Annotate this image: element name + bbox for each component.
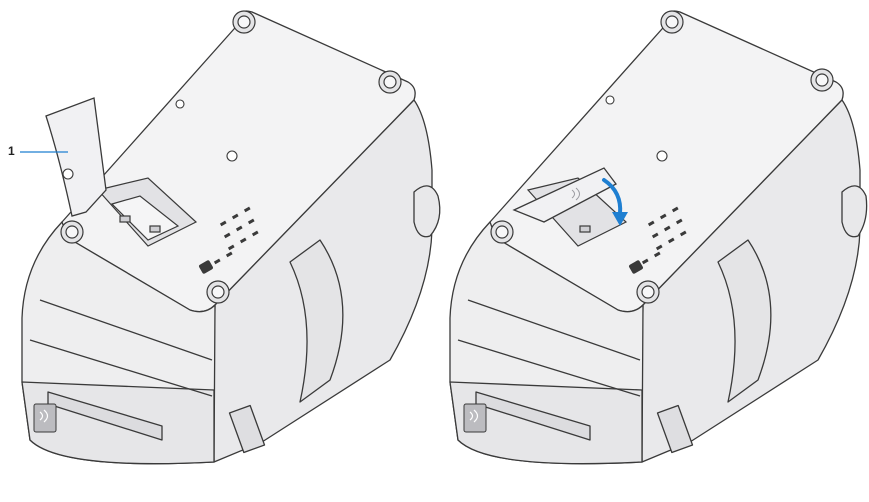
printer-right-vents <box>641 206 687 265</box>
rotation-arrow-icon <box>602 178 623 216</box>
printer-logo-icon-right <box>629 260 643 274</box>
printer-left <box>21 10 441 465</box>
printer-left-vents <box>213 206 259 265</box>
rotation-arrow-head <box>612 212 628 226</box>
printer-right-closing-cover <box>512 167 617 223</box>
printer-logo-icon <box>199 260 213 274</box>
rfid-wireless-icon-cover <box>571 187 580 201</box>
printer-right-roll-bulge <box>717 239 772 403</box>
printer-right <box>449 10 868 465</box>
printer-left-output-slot <box>47 391 163 441</box>
printer-left-open-cover <box>45 97 107 217</box>
printer-right-output-slot <box>475 391 591 441</box>
printer-left-side-port <box>228 404 266 454</box>
printer-left-knob <box>413 185 441 238</box>
rfid-wireless-icon <box>33 403 57 433</box>
printer-right-side-port <box>656 404 694 454</box>
printer-left-compartment <box>96 177 198 247</box>
printer-left-feet <box>60 10 402 304</box>
printer-left-cover-hole <box>62 168 74 180</box>
rfid-wireless-icon-right <box>463 403 487 433</box>
printer-right-feet <box>490 10 834 304</box>
printer-left-roll-bulge <box>289 239 344 403</box>
printer-right-knob <box>841 185 868 238</box>
callout-label-1: 1 <box>8 144 15 158</box>
